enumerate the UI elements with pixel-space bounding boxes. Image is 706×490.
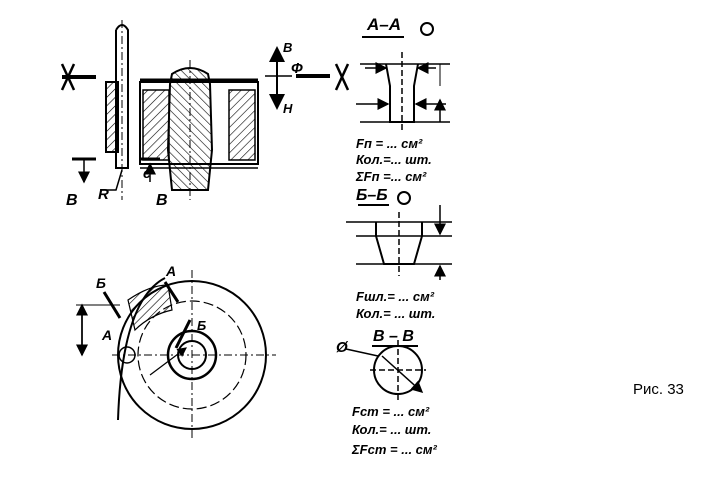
section-b-view: [346, 191, 452, 280]
label-section-a: А–А: [366, 15, 401, 34]
left-plate: [105, 81, 119, 153]
section-v-view: [345, 340, 426, 400]
die-section-view: [60, 20, 350, 200]
label-b-right: В: [156, 192, 168, 209]
formula-a-1: Fп = ... см²: [356, 136, 423, 151]
label-v-dir: В: [283, 40, 292, 55]
label-c: с: [143, 165, 151, 181]
figure-caption: Рис. 33: [633, 381, 684, 398]
die-plan-view: [76, 270, 276, 440]
label-b-center: Б: [197, 318, 206, 333]
formula-a-2: Кол.=... шт.: [356, 152, 432, 167]
formula-b-1: Fшл.= ... см²: [356, 289, 435, 304]
direction-arrows: [265, 46, 330, 110]
radius-leader: [100, 169, 123, 191]
punch-rod: [115, 24, 129, 169]
label-r: R: [98, 186, 109, 203]
label-section-v: В – В: [373, 328, 414, 345]
label-h-dir: Н: [283, 101, 293, 116]
label-b-left: В: [66, 192, 78, 209]
label-phi: Ф: [291, 60, 303, 77]
label-a-left: А: [101, 327, 112, 343]
section-a-view: [356, 22, 450, 130]
formula-b-2: Кол.= ... шт.: [356, 306, 435, 321]
label-b-small: Б: [96, 275, 106, 291]
label-diameter: Ø: [336, 339, 349, 356]
right-x-mark: [334, 63, 350, 91]
formula-v-1: Fст = ... см²: [352, 404, 430, 419]
section-b-markers: [72, 157, 160, 184]
label-section-b: Б–Б: [356, 187, 388, 204]
formula-a-3: ΣFп =... см²: [355, 169, 427, 184]
formula-v-3: ΣFст = ... см²: [351, 442, 438, 457]
formula-v-2: Кол.= ... шт.: [352, 422, 431, 437]
left-x-mark: [60, 63, 96, 91]
label-a-top: А: [165, 263, 176, 279]
